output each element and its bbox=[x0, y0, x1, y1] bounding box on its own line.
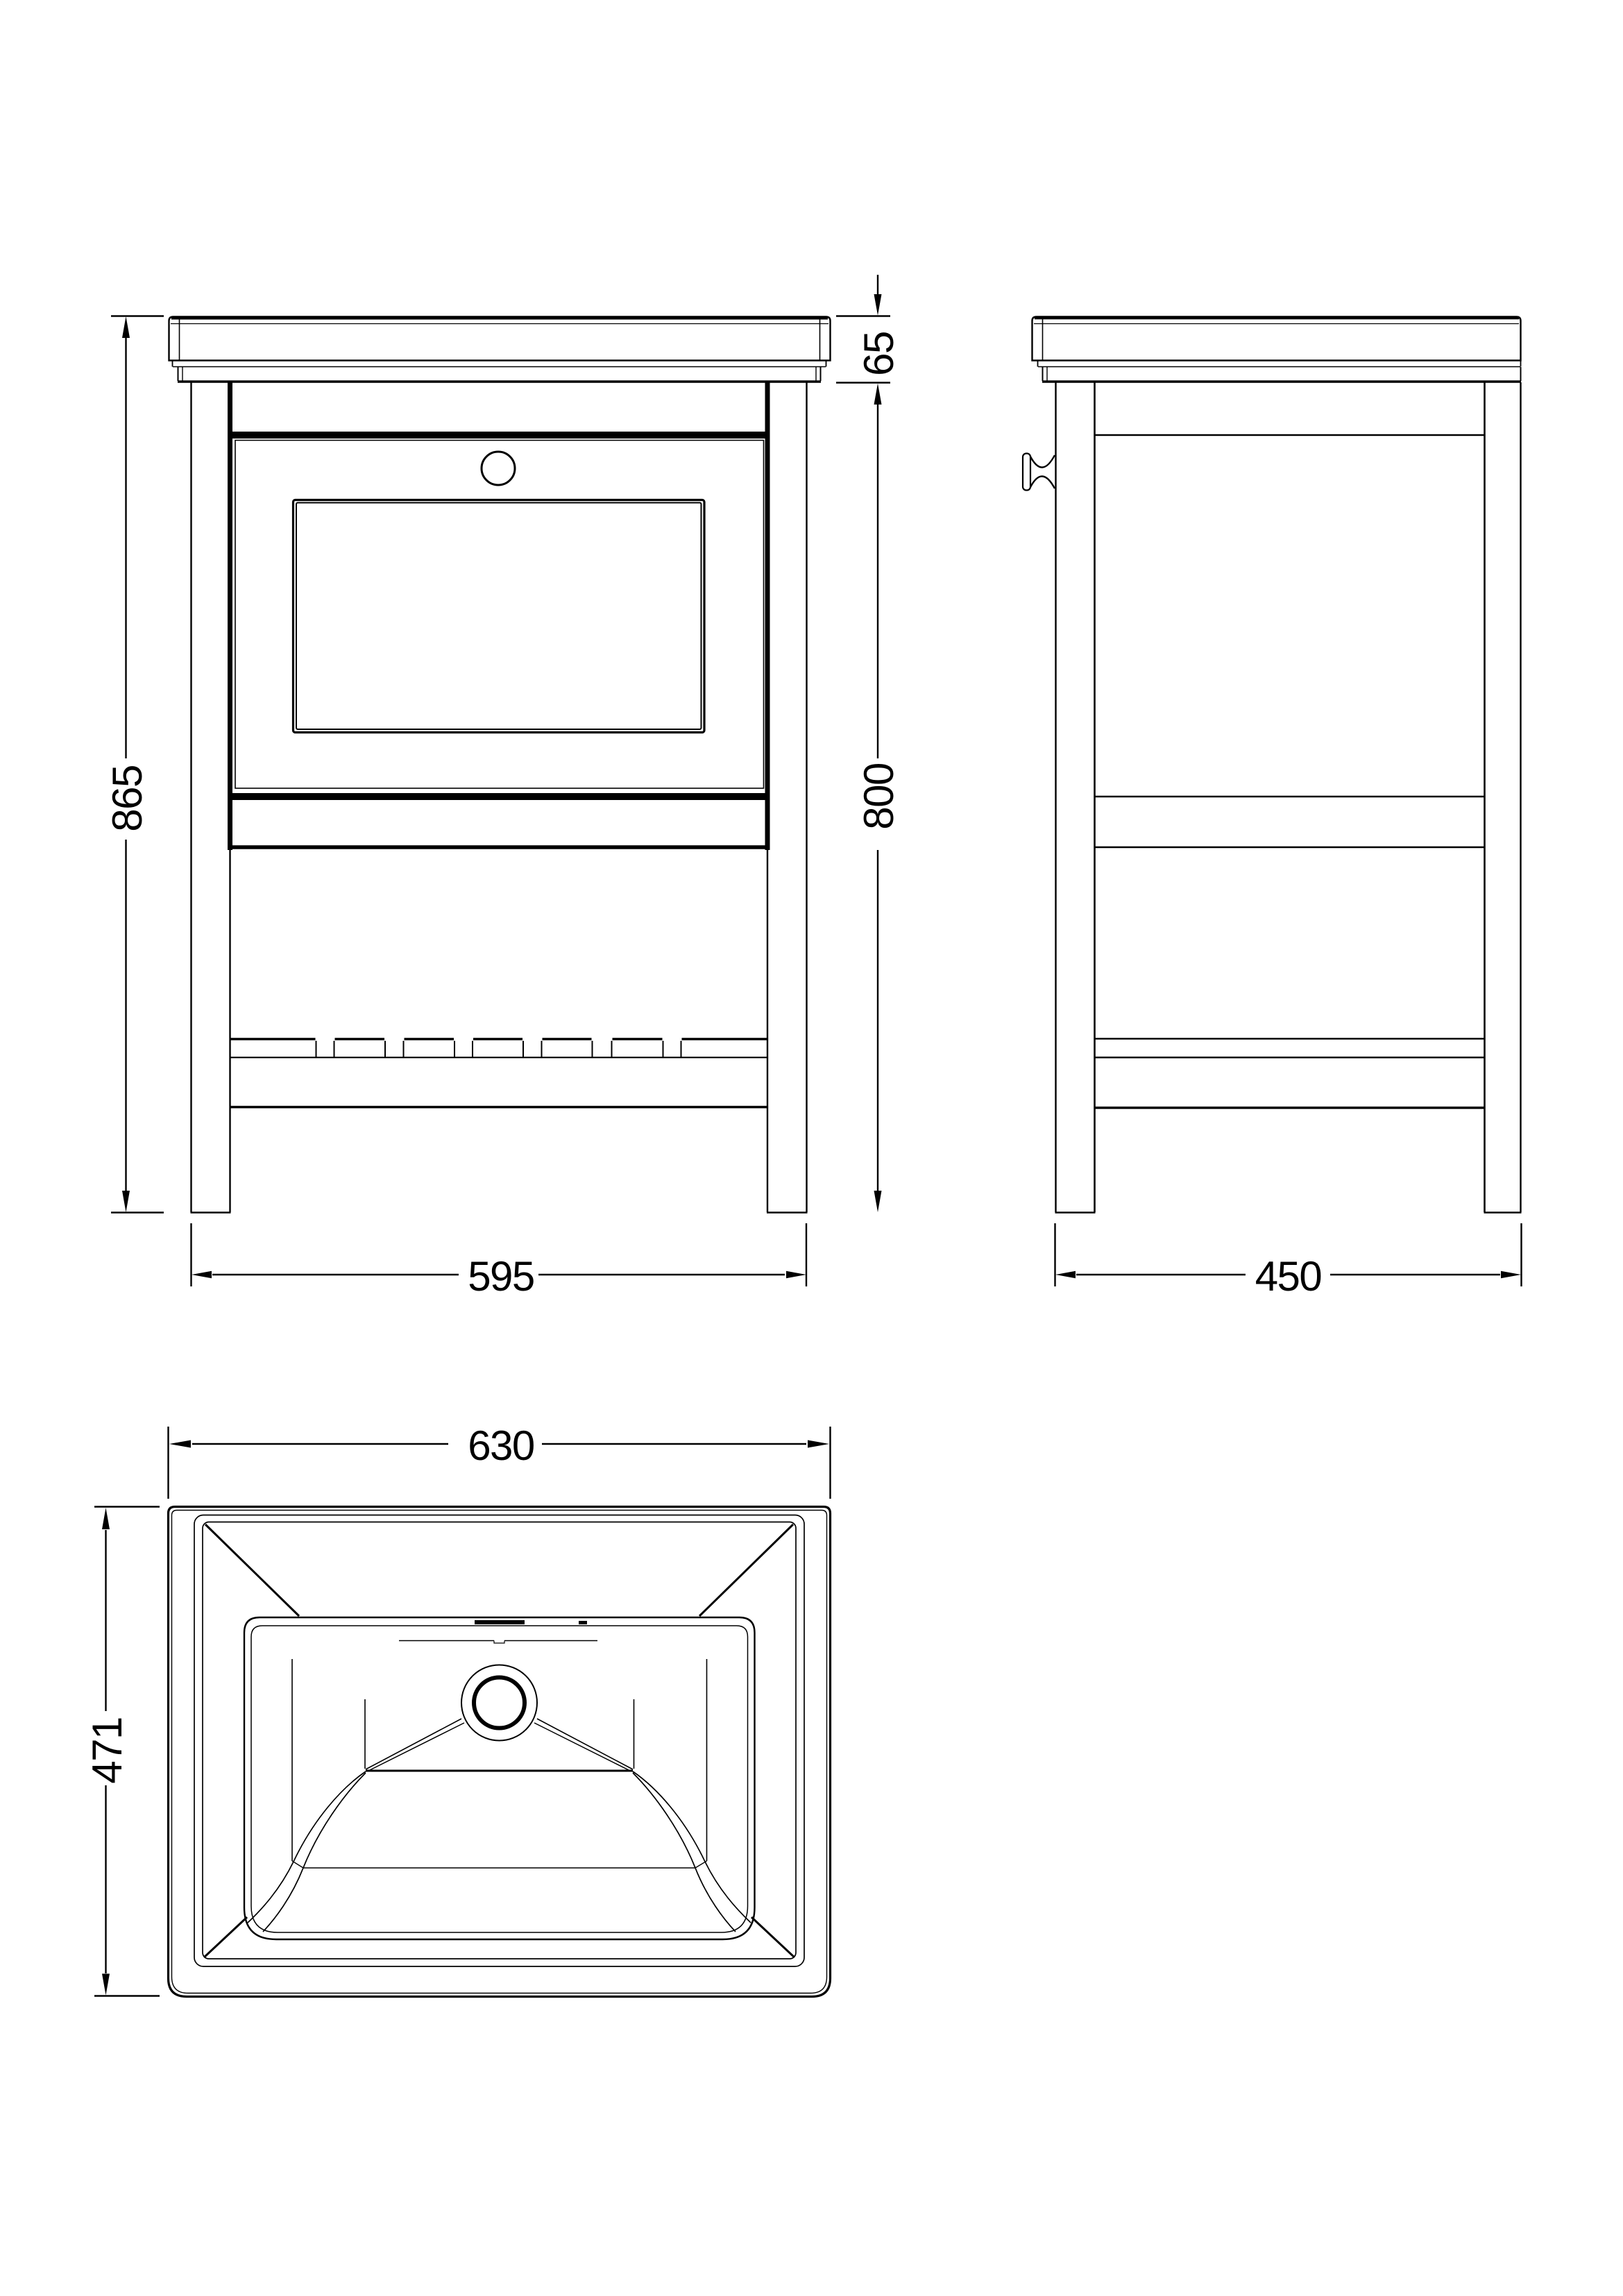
svg-text:595: 595 bbox=[468, 1253, 534, 1300]
svg-text:450: 450 bbox=[1255, 1253, 1322, 1300]
svg-text:471: 471 bbox=[84, 1717, 130, 1784]
svg-text:800: 800 bbox=[856, 763, 902, 830]
svg-text:630: 630 bbox=[468, 1422, 534, 1469]
svg-text:65: 65 bbox=[856, 332, 902, 376]
svg-text:865: 865 bbox=[104, 765, 151, 832]
